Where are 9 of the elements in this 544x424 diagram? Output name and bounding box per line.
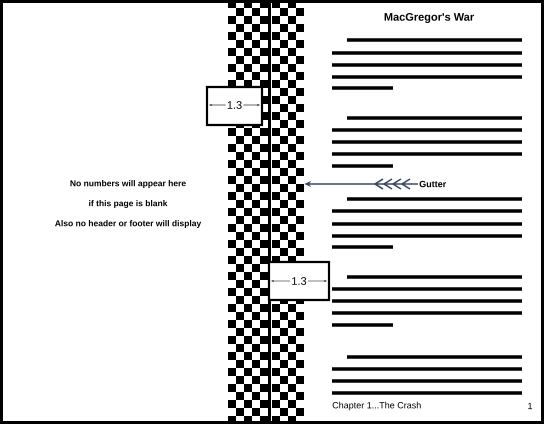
gutter-label: Gutter bbox=[420, 180, 446, 188]
page-number: 1 bbox=[528, 402, 532, 410]
note-text: No numbers will appear here bbox=[70, 180, 186, 188]
header-title: MacGregor's War bbox=[384, 13, 474, 24]
footer-text: Chapter 1...The Crash bbox=[332, 402, 421, 410]
dimension-box: 1.3 bbox=[268, 260, 330, 302]
dimension-box: 1.3 bbox=[206, 86, 264, 126]
note-text: Also no header or footer will display bbox=[55, 220, 202, 228]
note-text: if this page is blank bbox=[89, 200, 168, 208]
